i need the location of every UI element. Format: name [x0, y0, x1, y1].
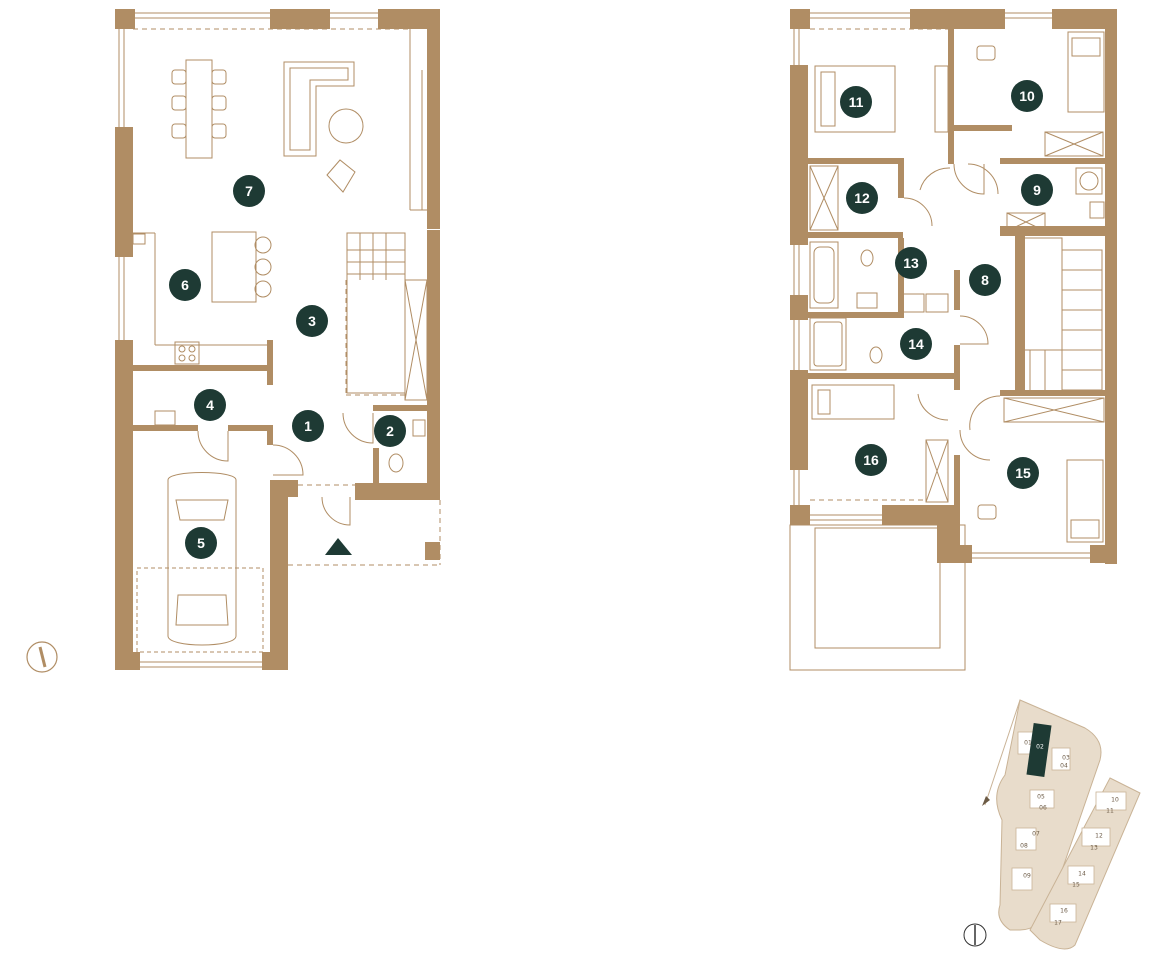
room-marker-dot: [233, 175, 265, 207]
site-lot-label: 13: [1090, 845, 1098, 852]
room-marker-dot: [969, 264, 1001, 296]
ground-floor-dashed: [133, 28, 441, 566]
room-marker-dot: [846, 182, 878, 214]
room-marker-4: 4: [194, 389, 226, 421]
room-number-label: 1: [304, 418, 312, 434]
room-marker-dot: [855, 444, 887, 476]
room-number-label: 3: [308, 313, 316, 329]
site-lot-label: 14: [1078, 871, 1086, 878]
room-marker-dot: [1007, 457, 1039, 489]
room-marker-dot: [169, 269, 201, 301]
room-marker-dot: [840, 86, 872, 118]
room-number-label: 11: [849, 94, 864, 110]
room-number-label: 9: [1033, 182, 1041, 198]
site-lot-label: 08: [1020, 843, 1028, 850]
room-marker-dot: [185, 527, 217, 559]
entrance-arrow-icon: [325, 538, 352, 555]
site-lot-label: 09: [1023, 873, 1031, 880]
room-marker-12: 12: [846, 182, 878, 214]
room-marker-15: 15: [1007, 457, 1039, 489]
site-lot-label: 17: [1054, 920, 1062, 927]
site-lot-label: 07: [1032, 831, 1040, 838]
room-marker-dot: [374, 415, 406, 447]
room-number-label: 6: [181, 277, 189, 293]
ground-floor-walls: [115, 9, 440, 670]
site-lot-label: 02: [1036, 744, 1044, 751]
room-number-label: 10: [1019, 88, 1035, 104]
room-marker-11: 11: [840, 86, 872, 118]
upper-floor-lines: [789, 12, 1105, 671]
site-lot-label: 12: [1095, 833, 1103, 840]
room-number-label: 7: [245, 183, 253, 199]
room-marker-dot: [895, 247, 927, 279]
room-marker-1: 1: [292, 410, 324, 442]
room-number-label: 15: [1015, 465, 1031, 481]
north-arrow-ground: [26, 641, 58, 673]
room-marker-14: 14: [900, 328, 932, 360]
room-marker-6: 6: [169, 269, 201, 301]
room-markers: 7 6 3 4 1 2 5 11 10 12 9 13 8 14 16 15: [169, 80, 1053, 559]
room-number-label: 2: [386, 423, 394, 439]
site-lot-label: 15: [1072, 882, 1080, 889]
site-lot-label: 03: [1062, 755, 1070, 762]
room-number-label: 13: [903, 255, 919, 271]
room-marker-3: 3: [296, 305, 328, 337]
upper-floor-dashed: [810, 28, 948, 501]
site-lot-label: 06: [1039, 805, 1047, 812]
ground-floor-lines: [118, 12, 428, 668]
room-marker-dot: [1021, 174, 1053, 206]
site-lot-labels: 01 02 03 04 05 06 07 08 09 10 11 12 13 1…: [1020, 740, 1119, 927]
north-arrow-site: [963, 923, 987, 947]
room-marker-5: 5: [185, 527, 217, 559]
ground-floor-plan: [115, 9, 441, 670]
site-lot-label: 04: [1060, 763, 1068, 770]
room-marker-16: 16: [855, 444, 887, 476]
room-marker-2: 2: [374, 415, 406, 447]
room-marker-dot: [292, 410, 324, 442]
room-marker-dot: [296, 305, 328, 337]
room-marker-dot: [900, 328, 932, 360]
room-marker-7: 7: [233, 175, 265, 207]
room-marker-dot: [194, 389, 226, 421]
room-number-label: 8: [981, 272, 989, 288]
room-marker-13: 13: [895, 247, 927, 279]
site-lot-label: 05: [1037, 794, 1045, 801]
room-number-label: 12: [854, 190, 870, 206]
room-marker-9: 9: [1021, 174, 1053, 206]
site-lot-label: 11: [1106, 808, 1114, 815]
site-lot-label: 01: [1024, 740, 1032, 747]
site-plan: [982, 699, 1141, 950]
room-marker-8: 8: [969, 264, 1001, 296]
site-highlighted-lot: [1026, 723, 1052, 777]
room-number-label: 4: [206, 397, 214, 413]
room-marker-dot: [1011, 80, 1043, 112]
site-lot-label: 10: [1111, 797, 1119, 804]
room-marker-10: 10: [1011, 80, 1043, 112]
site-lot-label: 16: [1060, 908, 1068, 915]
room-number-label: 5: [197, 535, 205, 551]
room-number-label: 16: [863, 452, 879, 468]
room-number-label: 14: [908, 336, 924, 352]
upper-floor-plan: [789, 9, 1117, 671]
